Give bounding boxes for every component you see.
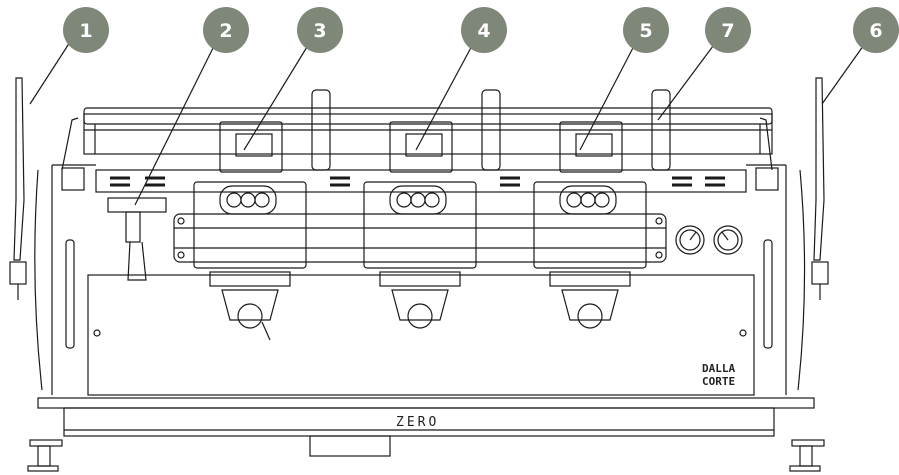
side-bar-left	[65, 239, 75, 349]
cup-warmer-rail	[83, 107, 773, 155]
callout-1-label: 1	[79, 20, 92, 42]
callout-5-label: 5	[639, 20, 652, 42]
callout-1: 1	[63, 7, 109, 53]
callout-2: 2	[203, 7, 249, 53]
callout-6-label: 6	[869, 20, 882, 42]
callout-leaders	[29, 41, 867, 206]
steam-wand-right	[755, 77, 829, 300]
group-head-1	[193, 89, 331, 341]
group-head-3	[533, 89, 671, 329]
callout-7-label: 7	[721, 20, 734, 42]
front-rail	[173, 213, 667, 263]
callout-5: 5	[623, 7, 669, 53]
grill-band	[95, 169, 747, 193]
callout-4: 4	[461, 7, 507, 53]
brand-line-1: DALLA	[702, 362, 735, 375]
callout-6: 6	[853, 7, 899, 53]
callout-3: 3	[297, 7, 343, 53]
side-panels	[34, 164, 806, 395]
pressure-gauges	[675, 225, 743, 255]
callout-7: 7	[705, 7, 751, 53]
model-name: ZERO	[396, 415, 439, 430]
base	[27, 397, 825, 472]
side-bar-right	[763, 239, 773, 349]
callout-4-label: 4	[477, 20, 490, 42]
callout-2-label: 2	[219, 20, 232, 42]
brand-line-2: CORTE	[702, 375, 735, 388]
front-panel	[87, 274, 755, 396]
steam-wand-left	[9, 77, 85, 300]
callout-3-label: 3	[313, 20, 326, 42]
hot-water-tap	[107, 197, 167, 281]
group-head-2	[363, 89, 501, 329]
